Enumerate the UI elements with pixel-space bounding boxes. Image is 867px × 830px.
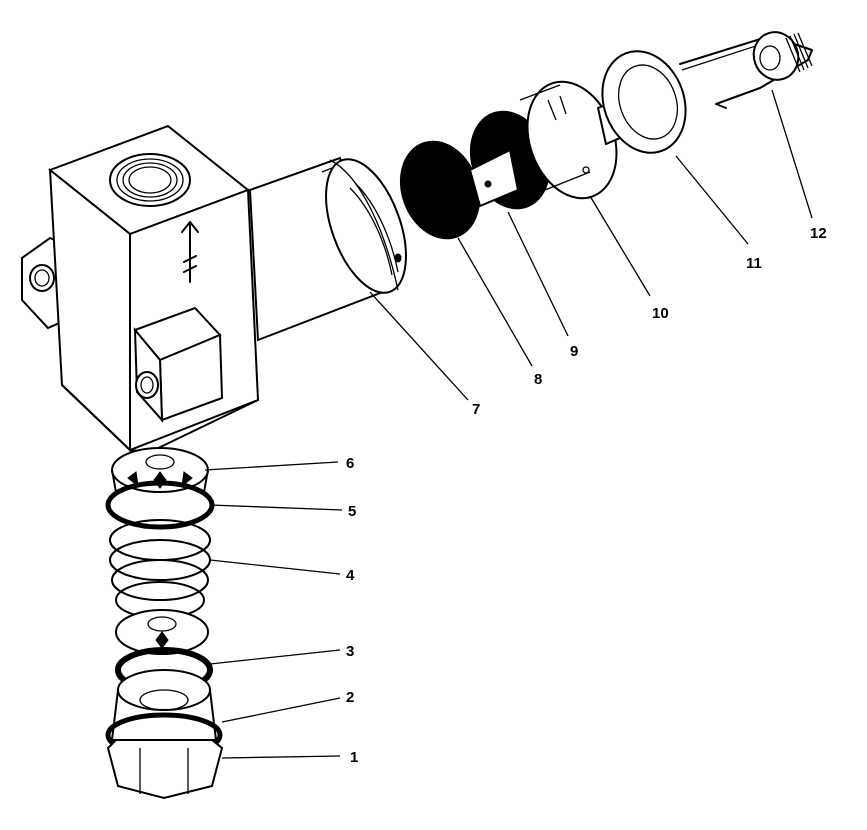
- callout-2: 2: [346, 689, 354, 706]
- callout-1: 1: [350, 749, 358, 766]
- stem-disc: [596, 50, 687, 154]
- callout-11: 11: [746, 255, 762, 272]
- spring: [109, 519, 211, 619]
- cylinder-sleeve: [248, 156, 407, 342]
- callout-3: 3: [346, 643, 354, 660]
- callout-8: 8: [534, 371, 542, 388]
- callout-4: 4: [346, 567, 355, 584]
- callout-9: 9: [570, 343, 578, 360]
- leader-lines: [204, 89, 813, 759]
- piston-head: [519, 80, 618, 200]
- callout-7: 7: [472, 401, 480, 418]
- callout-5: 5: [348, 503, 356, 520]
- valve-seat-lower: [115, 609, 209, 655]
- threaded-fitting: [105, 669, 223, 758]
- callout-12: 12: [810, 225, 827, 242]
- callout-6: 6: [346, 455, 354, 472]
- spring-clip-nut: [679, 31, 813, 109]
- callout-10: 10: [652, 305, 669, 322]
- valve-body: [21, 124, 260, 453]
- callout-labels: 6 5 4 3 2 1 7 8 9 10 11 12: [346, 225, 827, 766]
- hex-nut: [106, 739, 224, 800]
